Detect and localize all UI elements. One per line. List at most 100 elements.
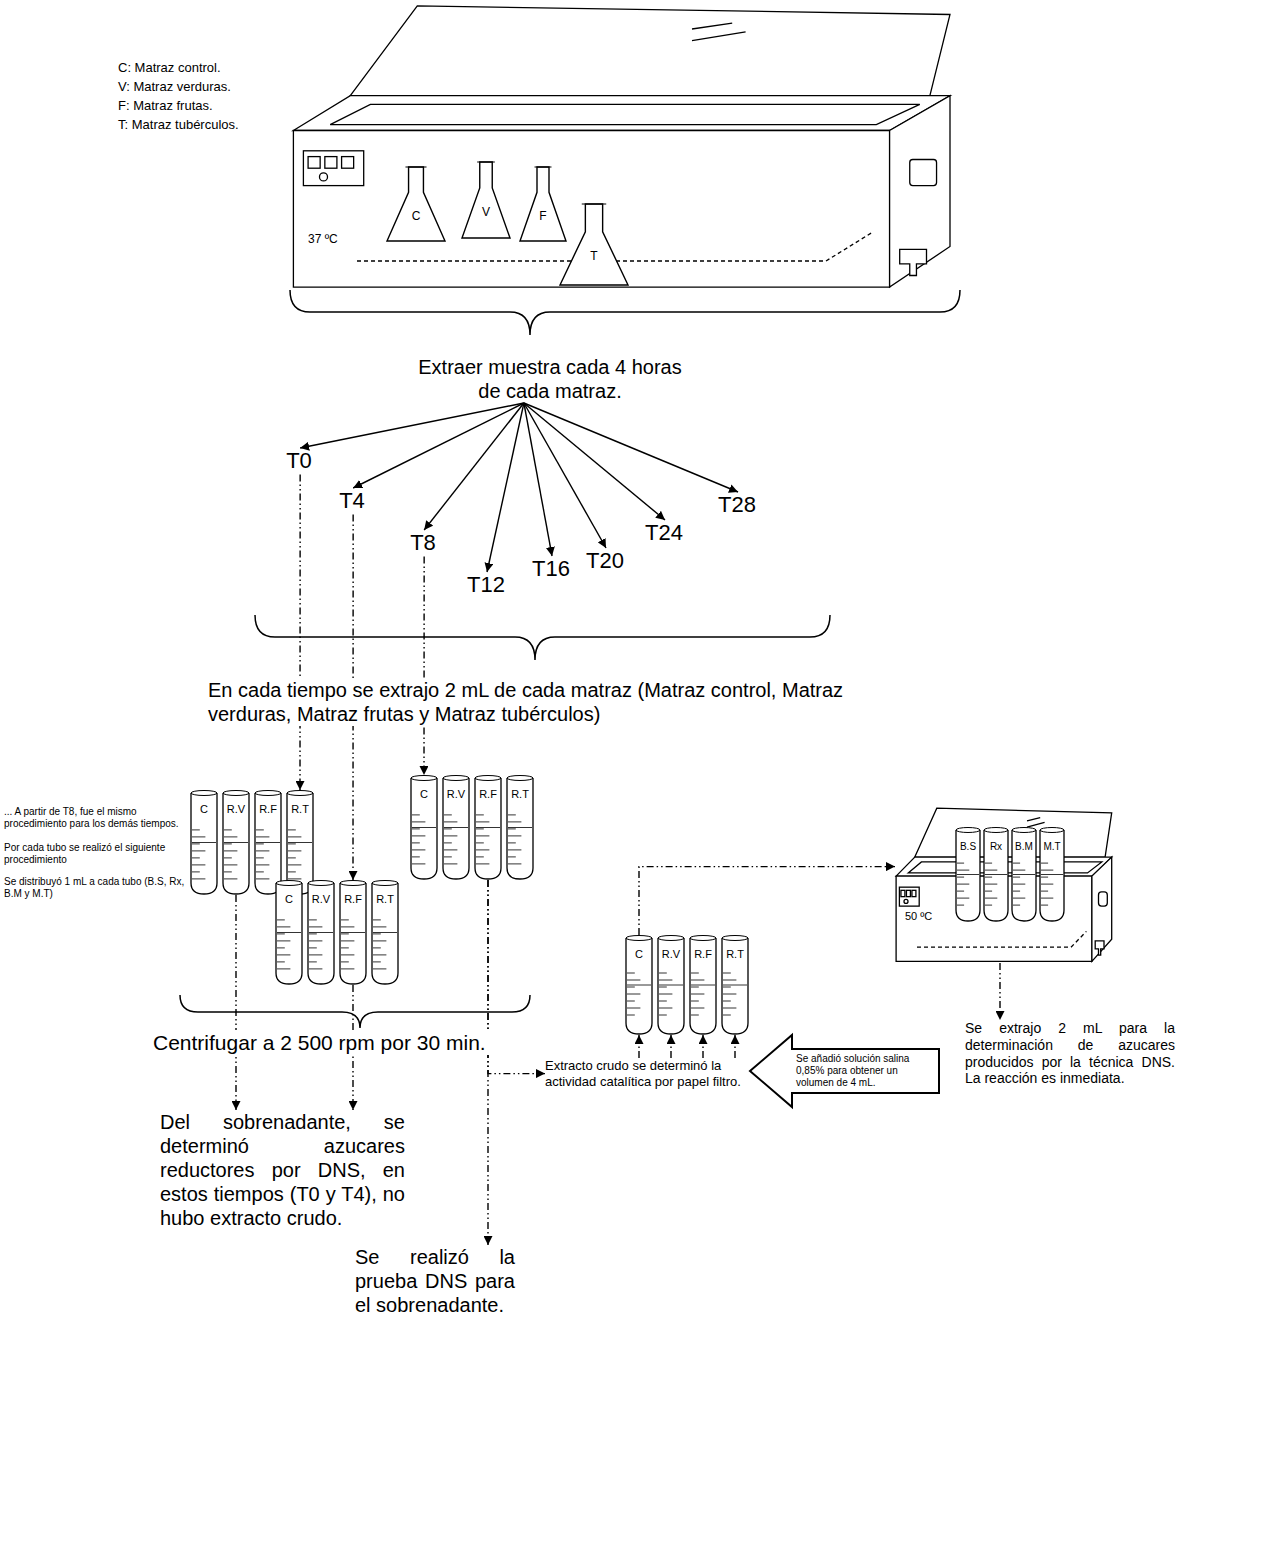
graduation — [1041, 870, 1053, 871]
tube-rim — [276, 881, 302, 886]
graduation — [985, 870, 997, 871]
graduation — [256, 850, 269, 851]
graduation — [957, 905, 964, 906]
shape-outline — [460, 160, 512, 240]
shape-outline — [558, 202, 630, 287]
graduation — [476, 849, 489, 850]
graduation — [412, 856, 420, 857]
tube-outline — [223, 793, 249, 894]
node-text: T28 — [718, 492, 756, 518]
tube-rim — [956, 828, 980, 833]
graduation — [508, 863, 521, 864]
graduation — [985, 877, 992, 878]
node-text: Extracto crudo se determinó la actividad… — [545, 1058, 745, 1089]
graduation-marks — [277, 920, 290, 969]
connector — [524, 403, 552, 556]
graduation — [627, 973, 635, 974]
caption-text: Centrifugar a 2 500 rpm por 30 min. — [150, 1030, 489, 1055]
connector — [487, 403, 524, 572]
test-tube: R.T — [286, 790, 314, 895]
tube-outline — [658, 938, 684, 1034]
vessel-label: F — [539, 209, 546, 223]
flask: C — [385, 165, 447, 243]
graduation-marks — [309, 920, 322, 969]
test-tube: M.T — [1039, 827, 1065, 922]
shape-outline — [385, 165, 447, 243]
graduation — [659, 980, 672, 981]
time-label: T28 — [718, 492, 758, 518]
vessel-label: T — [590, 249, 597, 263]
connector — [702, 1035, 703, 1058]
graduation — [476, 814, 484, 815]
node-text: T24 — [645, 520, 683, 546]
tube-rim — [308, 881, 334, 886]
flask-rim — [535, 167, 552, 168]
graduation — [957, 884, 969, 885]
graduation — [444, 828, 452, 829]
graduation — [341, 954, 354, 955]
graduation — [224, 850, 237, 851]
flask-rim — [405, 167, 426, 168]
graduation — [309, 947, 317, 948]
graduation — [288, 864, 301, 865]
graduation — [476, 821, 489, 822]
tube-rim — [722, 936, 748, 941]
graduation-marks — [957, 863, 969, 905]
tube-rim — [372, 881, 398, 886]
graduation — [508, 814, 516, 815]
graduation — [444, 835, 457, 836]
vessel-label: R.V — [227, 803, 245, 816]
graduation — [288, 843, 296, 844]
vessel-label: R.T — [376, 893, 394, 906]
liquid-level — [256, 842, 280, 843]
test-tube: R.F — [254, 790, 282, 895]
node-text: Extraer muestra cada 4 horas de cada mat… — [405, 355, 695, 403]
test-tube: C — [275, 880, 303, 985]
block-arrow: Se añadió solución salina 0,85% para obt… — [750, 1035, 940, 1107]
time-label: T12 — [467, 572, 507, 598]
graduation-marks — [256, 830, 269, 879]
graduation — [224, 871, 232, 872]
panel-button — [901, 890, 905, 896]
graduation — [256, 878, 269, 879]
graduation — [508, 835, 521, 836]
tube-rim — [287, 791, 313, 796]
vessel-label: C — [200, 803, 208, 816]
graduation — [476, 856, 484, 857]
graduation — [691, 980, 704, 981]
test-tube: R.T — [721, 935, 749, 1035]
liquid-level — [412, 827, 436, 828]
node-text: Se realizó la prueba DNS para el sobrena… — [355, 1245, 515, 1317]
graduation — [691, 1008, 704, 1009]
graduation — [309, 926, 322, 927]
liquid-level — [476, 827, 500, 828]
graduation — [277, 968, 290, 969]
liquid-level — [277, 932, 301, 933]
note-text: ... A partir de T8, fue el mismo procedi… — [4, 806, 186, 830]
tube-rim — [475, 776, 501, 781]
graduation — [256, 864, 269, 865]
note-text: Se distribuyó 1 mL a cada tubo (B.S, Rx,… — [4, 876, 186, 900]
tube-outline — [507, 778, 533, 879]
vessel-label: B.S — [960, 841, 976, 853]
tube-rim — [658, 936, 684, 941]
vessel-label: C — [285, 893, 293, 906]
vessel-label: B.M — [1015, 841, 1033, 853]
tube-rim — [1040, 828, 1064, 833]
graduation — [288, 850, 301, 851]
graduation — [341, 933, 349, 934]
tube-outline — [372, 883, 398, 984]
graduation — [224, 878, 237, 879]
liquid-level — [1041, 874, 1063, 875]
tube-rim — [411, 776, 437, 781]
graduation — [957, 898, 969, 899]
graduation — [192, 871, 200, 872]
graduation — [957, 863, 964, 864]
liquid-level — [192, 842, 216, 843]
graduation — [412, 828, 420, 829]
flask: T — [558, 202, 630, 287]
graduation — [1041, 884, 1053, 885]
node-text: T0 — [286, 448, 312, 474]
test-tube: Rx — [983, 827, 1009, 922]
